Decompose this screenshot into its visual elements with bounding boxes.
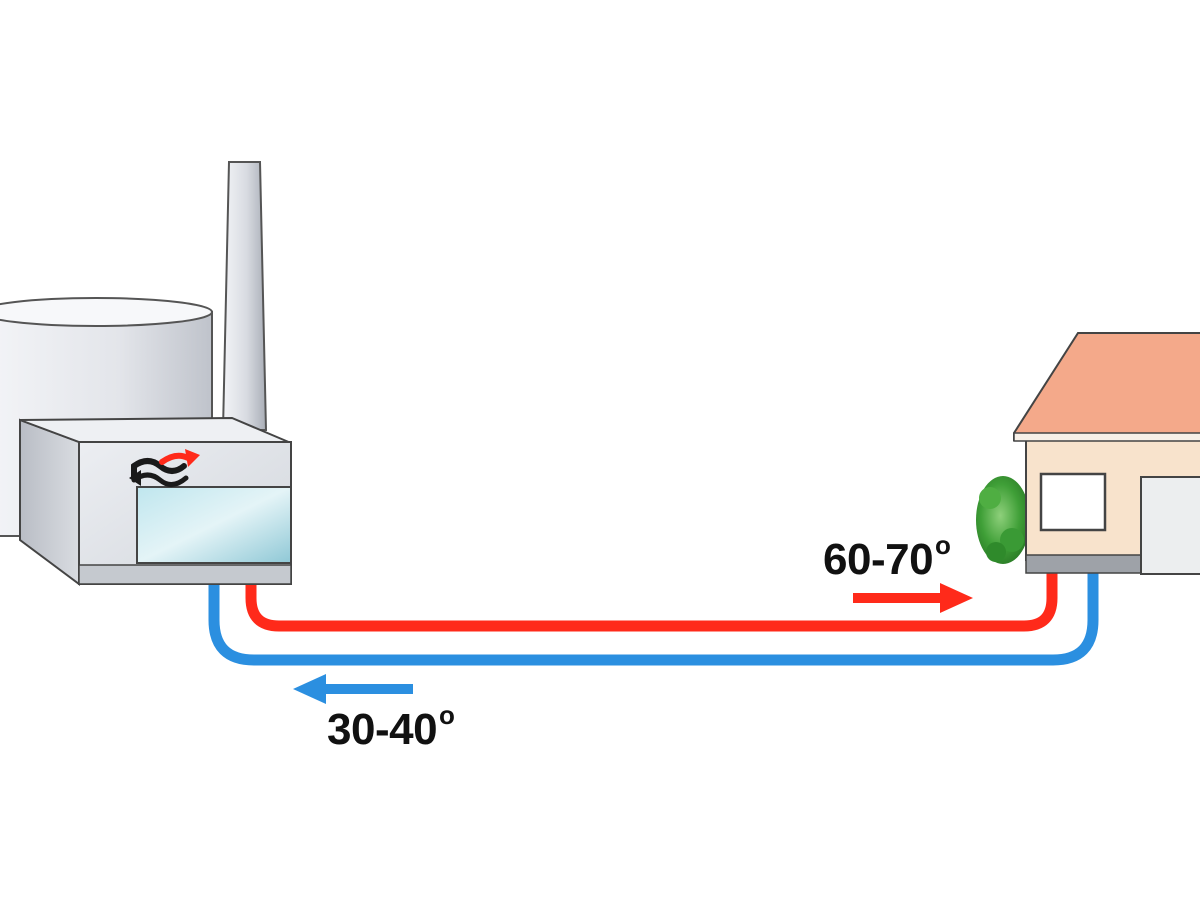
return-temperature-value: 30-40 xyxy=(327,705,438,754)
hedge xyxy=(976,476,1030,564)
arrow-left-icon xyxy=(293,674,413,704)
supply-degree-mark: o xyxy=(935,530,951,560)
heat-plant-building xyxy=(19,416,292,586)
return-degree-mark: o xyxy=(439,700,455,730)
house xyxy=(1013,332,1200,575)
return-temperature-label: 30-40o xyxy=(327,702,455,754)
return-pipe xyxy=(208,565,1099,666)
house-door xyxy=(1140,476,1200,575)
supply-temperature-value: 60-70 xyxy=(823,535,934,584)
supply-pipe xyxy=(245,565,1058,632)
plant-window xyxy=(136,486,292,564)
chimney xyxy=(221,161,268,431)
heat-exchange-logo-icon xyxy=(129,449,200,487)
arrow-right-icon xyxy=(853,583,973,613)
supply-temperature-label: 60-70o xyxy=(823,532,951,584)
house-window xyxy=(1039,472,1107,532)
